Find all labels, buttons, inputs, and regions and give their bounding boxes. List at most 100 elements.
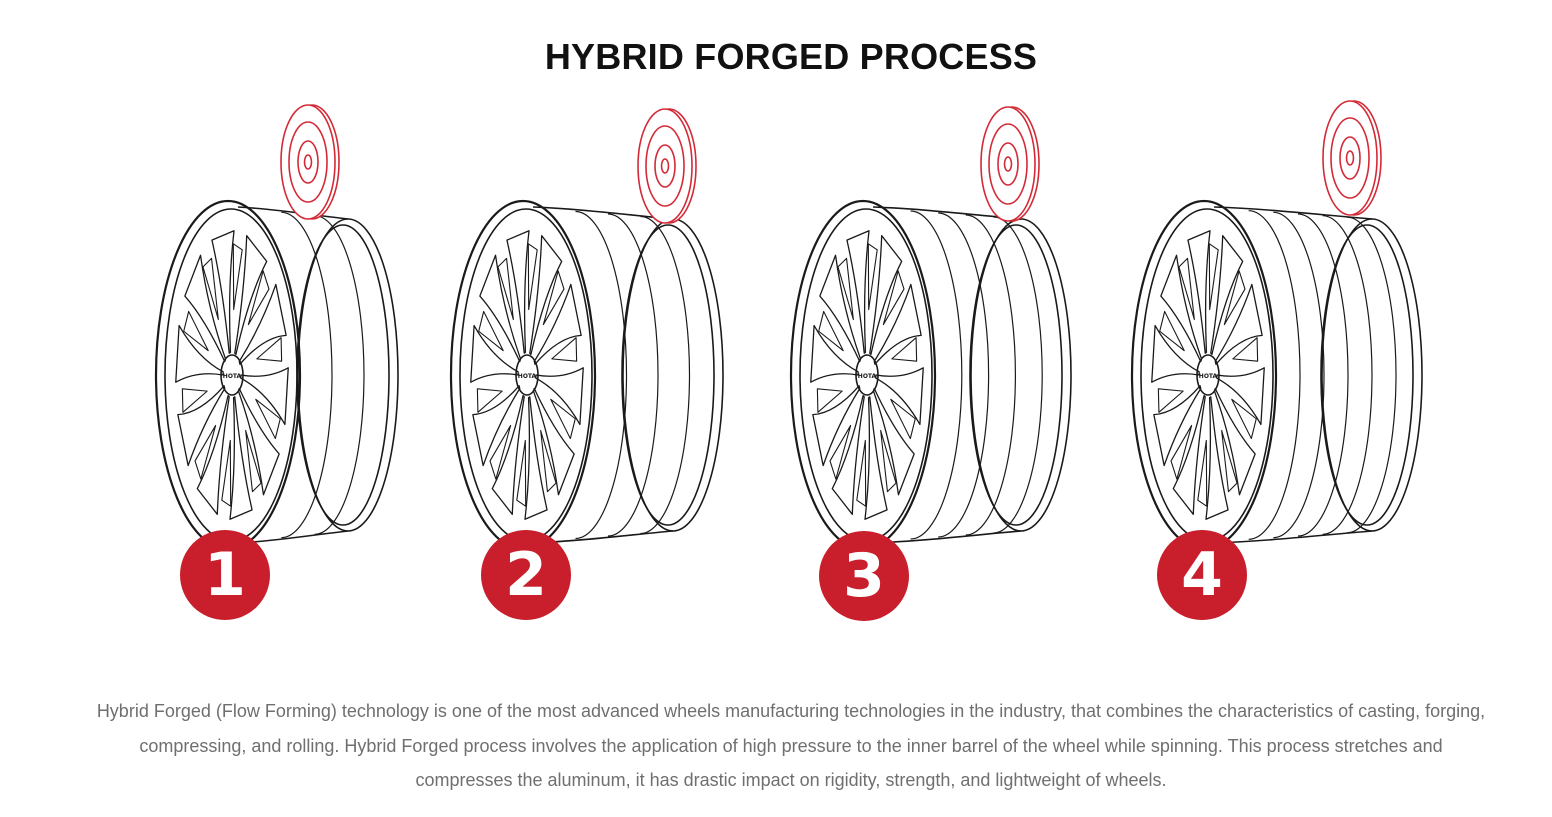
- wheel-window: [540, 429, 557, 493]
- wheel-spoke: [240, 367, 289, 426]
- roller-inner-ring: [297, 140, 319, 184]
- barrel-contour-line: [965, 214, 1016, 536]
- step-badge: 2: [481, 530, 571, 620]
- wheel-spoke: [1151, 324, 1200, 383]
- roller-inner-ring: [997, 142, 1019, 186]
- wheel-window: [489, 424, 512, 480]
- wheel-window: [194, 424, 217, 480]
- barrel-contour-line: [1347, 216, 1397, 534]
- barrel-back-rim: [622, 218, 724, 532]
- wheel-spoke: [846, 230, 870, 354]
- section-description: Hybrid Forged (Flow Forming) technology …: [96, 701, 1486, 790]
- step-badge: 1: [180, 530, 270, 620]
- wheel-spoke: [1205, 396, 1229, 520]
- wheel-spoke: [869, 235, 903, 356]
- wheel-spoke: [211, 230, 235, 354]
- roller-ring: [288, 121, 328, 203]
- roller-inner-ring: [654, 144, 676, 188]
- wheel-window: [1232, 337, 1259, 362]
- barrel-contour-line: [1248, 210, 1301, 540]
- wheel-window: [1159, 310, 1185, 352]
- wheel-spoke: [532, 387, 575, 496]
- roller-inner-ring: [1339, 136, 1361, 180]
- wheel-window: [1178, 257, 1195, 321]
- center-cap-logo: HOTA: [518, 373, 537, 380]
- wheel-window: [550, 398, 576, 440]
- barrel-top-edge: [1213, 206, 1373, 220]
- roller-axle: [1345, 150, 1355, 166]
- wheel-window: [1157, 388, 1184, 413]
- barrel-back-inner: [1320, 224, 1414, 526]
- center-cap: [1196, 354, 1220, 396]
- barrel-back-inner: [969, 224, 1063, 526]
- wheel-window: [1231, 398, 1257, 440]
- wheel-window: [476, 388, 503, 413]
- barrel-contour-line: [575, 210, 628, 540]
- wheel-spoke: [831, 394, 865, 515]
- wheel-window: [551, 337, 578, 362]
- wheel-spoke: [238, 283, 287, 365]
- wheel-spoke: [529, 235, 563, 356]
- roller-ring: [988, 123, 1028, 205]
- roller-ring: [1330, 117, 1370, 199]
- wheel-illustration: HOTA: [449, 108, 724, 551]
- wheel-spoke: [533, 283, 582, 365]
- wheel-window: [1170, 424, 1193, 480]
- wheel-window: [542, 270, 565, 326]
- center-cap-logo: HOTA: [1199, 373, 1218, 380]
- center-cap: [220, 354, 244, 396]
- wheel-window: [867, 243, 878, 311]
- wheel-window: [255, 398, 281, 440]
- barrel-contour-line: [1273, 211, 1325, 539]
- forming-roller: [637, 108, 697, 224]
- wheel-window: [247, 270, 270, 326]
- wheel-window: [1208, 243, 1219, 311]
- wheel-window: [256, 337, 283, 362]
- step-number: 1: [204, 540, 246, 610]
- wheel-window: [890, 398, 916, 440]
- step-badge: 4: [1157, 530, 1247, 620]
- wheel-spoke: [872, 387, 915, 496]
- wheel-spokes: [175, 230, 289, 520]
- roller-axle: [660, 158, 670, 174]
- wheel-spoke: [237, 387, 280, 496]
- wheel-window: [232, 243, 243, 311]
- wheel-window: [527, 243, 538, 311]
- step-badge: 3: [819, 531, 909, 621]
- wheel-spoke: [1213, 387, 1256, 496]
- wheel-window: [478, 310, 504, 352]
- barrel-bottom-edge: [872, 530, 1022, 544]
- barrel-contour-line: [1297, 213, 1349, 537]
- wheel-spoke: [229, 396, 253, 520]
- barrel-contour-line: [314, 215, 365, 535]
- barrel-back-rim: [970, 218, 1072, 532]
- wheel-window: [1197, 439, 1208, 507]
- step-number: 4: [1181, 540, 1223, 610]
- wheel-spoke: [1172, 394, 1206, 515]
- center-cap-logo: HOTA: [858, 373, 877, 380]
- barrel-contour-line: [607, 213, 659, 537]
- barrel-back-rim: [297, 218, 399, 532]
- wheel-spokes: [1151, 230, 1265, 520]
- wheel-spoke: [175, 324, 224, 383]
- wheel-spoke: [819, 254, 862, 363]
- wheel-spoke: [1210, 235, 1244, 356]
- wheel-window: [829, 424, 852, 480]
- wheel-spoke: [491, 394, 525, 515]
- wheel-spoke: [810, 324, 859, 383]
- wheel-window: [181, 388, 208, 413]
- wheel-window: [816, 388, 843, 413]
- wheel-spoke: [1153, 385, 1202, 467]
- wheel-window: [497, 257, 514, 321]
- barrel-contour-line: [910, 210, 963, 540]
- wheel-spoke: [472, 385, 521, 467]
- wheel-spoke: [479, 254, 522, 363]
- wheel-spoke: [177, 385, 226, 467]
- wheel-spoke: [196, 394, 230, 515]
- wheel-window: [856, 439, 867, 507]
- wheel-spoke: [812, 385, 861, 467]
- center-cap: [855, 354, 879, 396]
- barrel-back-inner: [296, 224, 390, 526]
